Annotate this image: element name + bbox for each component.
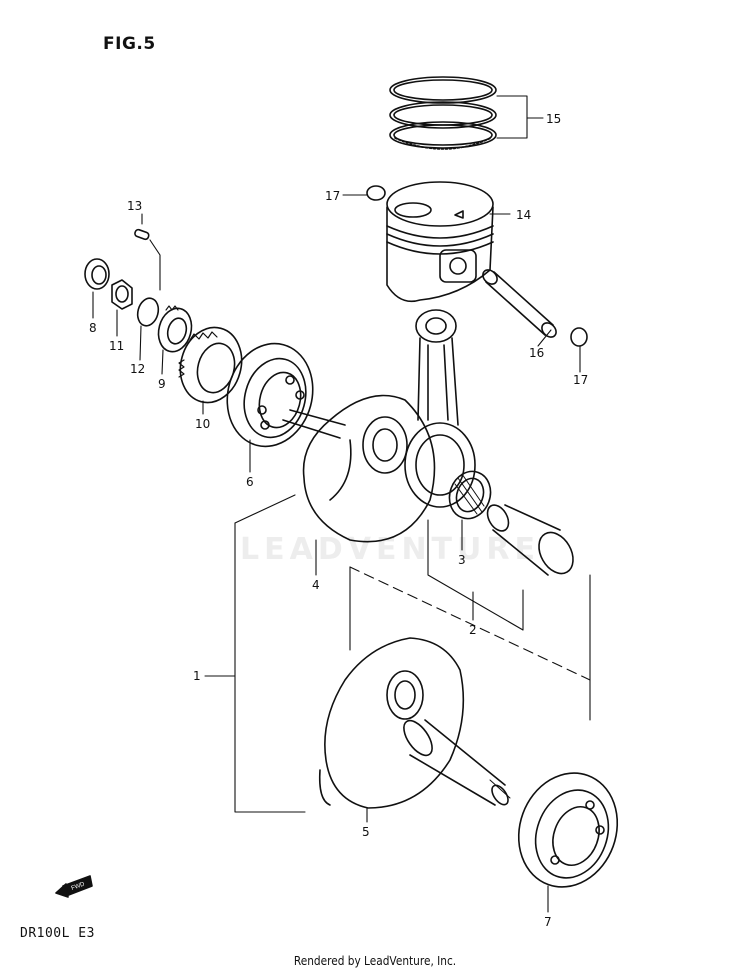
needle-bearing-drawing bbox=[448, 470, 492, 520]
svg-text:FWD: FWD bbox=[71, 881, 87, 892]
washer-drawing bbox=[136, 297, 160, 327]
callout-label: 3 bbox=[458, 553, 466, 567]
callout-label: 10 bbox=[195, 417, 210, 431]
callout-label: 1 bbox=[193, 669, 201, 683]
callout-label: 7 bbox=[544, 915, 552, 929]
callout-label: 17 bbox=[573, 373, 588, 387]
forward-arrow-icon: FWD bbox=[55, 875, 93, 898]
callout-label: 8 bbox=[89, 321, 97, 335]
oil-seal-drawing bbox=[84, 258, 110, 290]
assembly-bracket-lines bbox=[234, 494, 591, 813]
crank-bearing-right-drawing bbox=[226, 342, 314, 448]
figure-title: FIG.5 bbox=[103, 34, 156, 54]
callout-label: 9 bbox=[158, 377, 166, 391]
callout-label: 14 bbox=[516, 208, 531, 222]
key-drawing bbox=[134, 228, 150, 241]
crank-bearing-left-drawing bbox=[517, 772, 619, 888]
callout-label: 2 bbox=[469, 623, 477, 637]
callout-label: 16 bbox=[529, 346, 544, 360]
circlip-upper-drawing bbox=[366, 185, 386, 201]
callout-label: 13 bbox=[127, 199, 142, 213]
callout-label: 17 bbox=[325, 189, 340, 203]
connecting-rod-drawing bbox=[404, 309, 476, 508]
watermark: LEADVENTURE bbox=[240, 532, 540, 567]
callout-leader-lines bbox=[92, 95, 581, 913]
callout-label: 4 bbox=[312, 578, 320, 592]
callout-label: 11 bbox=[109, 339, 124, 353]
primary-drive-gear-drawing bbox=[157, 305, 193, 353]
footer-credit: Rendered by LeadVenture, Inc. bbox=[293, 954, 457, 968]
crank-web-right-drawing bbox=[282, 394, 436, 543]
crank-pin-drawing bbox=[486, 504, 574, 576]
piston-ring-set-drawing bbox=[389, 76, 497, 150]
crank-web-left-drawing bbox=[318, 637, 465, 809]
nut-drawing bbox=[111, 279, 133, 310]
oil-pump-drive-gear-drawing bbox=[178, 326, 243, 404]
piston-pin-drawing bbox=[482, 269, 557, 338]
callout-label: 5 bbox=[362, 825, 370, 839]
model-code: DR100L E3 bbox=[20, 926, 95, 941]
callout-label: 12 bbox=[130, 362, 145, 376]
crankshaft-left-shaft-drawing bbox=[403, 719, 511, 806]
circlip-lower-drawing bbox=[570, 327, 588, 347]
callout-label: 6 bbox=[246, 475, 254, 489]
callout-label: 15 bbox=[546, 112, 561, 126]
piston-drawing bbox=[386, 181, 494, 303]
